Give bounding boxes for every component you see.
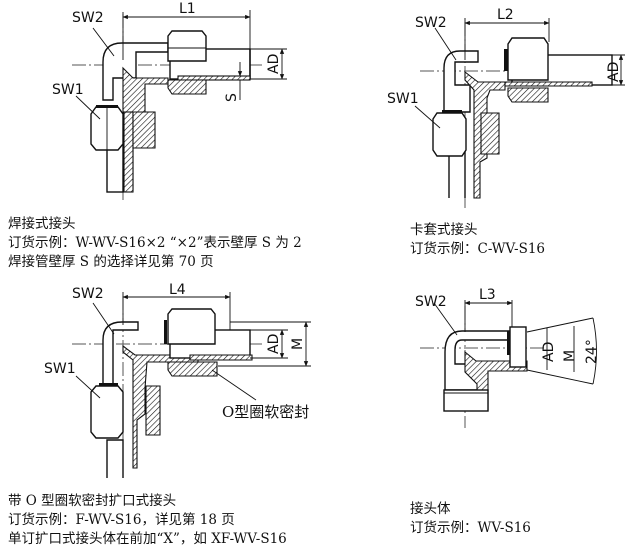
caption-order-example: 订货示例：W-WV-S16×2 “×2”表示壁厚 S 为 2	[8, 235, 302, 251]
ferrule-caption: 卡套式接头 订货示例：C-WV-S16	[410, 221, 545, 259]
caption-title: 焊接式接头	[8, 216, 76, 232]
label-m: M	[290, 338, 306, 350]
caption-order-example: 订货示例：F-WV-S16，详见第 18 页	[8, 512, 235, 528]
label-m: M	[562, 350, 578, 362]
label-sw1: SW1	[44, 361, 76, 377]
label-sw2: SW2	[415, 15, 447, 31]
elbow-body	[443, 50, 479, 113]
weld-fitting-drawing: SW2 SW1 L1 AD S	[52, 1, 287, 200]
nut-sw1	[432, 112, 467, 157]
nut-top-section	[507, 87, 549, 103]
label-sw2: SW2	[415, 294, 447, 310]
nut-top	[167, 308, 216, 345]
o-ring-leader	[211, 369, 257, 401]
body-caption: 接头体 订货示例：WV-S16	[410, 500, 531, 538]
label-l4: L4	[169, 282, 186, 298]
caption-title: 卡套式接头	[410, 222, 478, 238]
label-ad: AD	[266, 54, 282, 74]
caption-title: 带 O 型圈软密封扩口式接头	[8, 493, 177, 509]
label-l1: L1	[179, 1, 196, 17]
label-angle: 24°	[584, 339, 600, 364]
label-ad: AD	[606, 62, 622, 82]
label-s: S	[224, 93, 240, 102]
label-o-ring-seal: O型圈软密封	[222, 403, 309, 421]
caption-note: 单订扩口式接头体在前加“X”，如 XF-WV-S16	[8, 531, 287, 547]
elbow-body	[444, 330, 511, 391]
nut-top-section	[167, 79, 207, 95]
nut-top	[507, 37, 549, 81]
caption-title: 接头体	[410, 501, 451, 517]
weld-caption: 焊接式接头 订货示例：W-WV-S16×2 “×2”表示壁厚 S 为 2 焊接管…	[8, 215, 302, 272]
nut-sw1-section	[480, 112, 500, 155]
flare-caption: 带 O 型圈软密封扩口式接头 订货示例：F-WV-S16，详见第 18 页 单订…	[8, 492, 287, 549]
label-ad: AD	[541, 342, 557, 362]
bottom-thread-stub	[443, 389, 489, 412]
caption-note: 焊接管壁厚 S 的选择详见第 70 页	[8, 254, 214, 270]
nut-top	[167, 30, 207, 62]
label-ad: AD	[266, 334, 282, 354]
ferrule-fitting-drawing: SW2 SW1 L2 AD	[387, 7, 625, 208]
fitting-body-drawing: SW2 L3 AD M 24°	[415, 287, 600, 428]
tube-vertical	[448, 149, 466, 198]
caption-order-example: 订货示例：C-WV-S16	[410, 241, 546, 257]
nut-sw1-section	[145, 385, 161, 436]
label-sw2: SW2	[72, 286, 104, 302]
nut-top-section	[167, 361, 218, 377]
label-sw2: SW2	[72, 10, 104, 26]
tube-wall-section	[177, 75, 251, 81]
tube-vertical	[106, 439, 124, 478]
label-l2: L2	[497, 7, 514, 23]
nut-sw1-section	[132, 111, 156, 149]
flare-fitting-drawing: SW2 SW1 L4 AD M O型圈软密封	[44, 282, 311, 478]
elbow-body	[102, 321, 139, 386]
label-l3: L3	[479, 287, 496, 303]
caption-order-example: 订货示例：WV-S16	[410, 520, 531, 536]
label-sw1: SW1	[387, 91, 419, 107]
label-sw1: SW1	[52, 82, 84, 98]
end-thread-stub	[509, 326, 527, 368]
